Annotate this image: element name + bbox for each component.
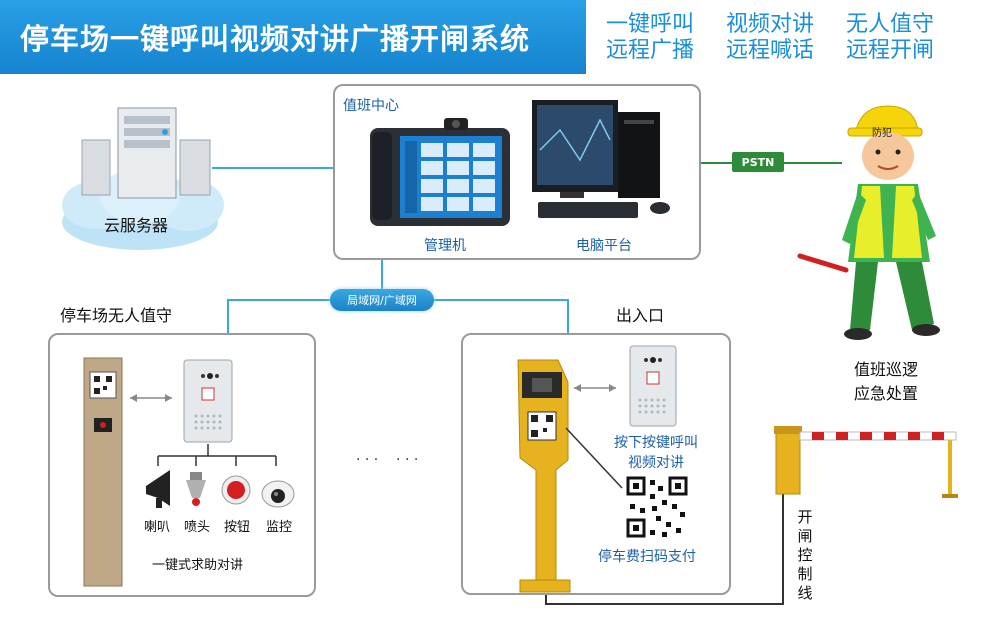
device-label-speaker: 喇叭 [144, 520, 171, 535]
device-label-camera: 监控 [266, 520, 293, 535]
duty-center-title: 值班中心 [343, 98, 399, 114]
manager-label: 管理机 [424, 238, 466, 254]
ellipsis-separator: · · · · · · [356, 452, 419, 468]
feature-video-line2: 远程喊话 [725, 38, 814, 63]
unattended-caption: 一键式求助对讲 [152, 558, 244, 573]
entrance-intercom-line1: 按下按键呼叫 [614, 435, 698, 451]
entrance-intercom-caption: 按下按键呼叫 视频对讲 [604, 432, 708, 472]
feature-video-line1: 视频对讲 [725, 12, 814, 37]
barrier-char-2: 控 [797, 546, 813, 564]
page-title: 停车场一键呼叫视频对讲广播开闸系统 [0, 0, 586, 74]
guard-caption-line2: 应急处置 [853, 384, 918, 403]
barrier-char-1: 闸 [797, 527, 813, 545]
feature-unattended-line1: 无人值守 [845, 12, 934, 37]
feature-unattended-line2: 远程开闸 [845, 38, 934, 63]
guard-caption-line1: 值班巡逻 [853, 360, 918, 379]
barrier-char-0: 开 [797, 508, 813, 526]
unattended-title: 停车场无人值守 [60, 306, 173, 325]
network-branch-right [426, 299, 569, 333]
device-label-sprinkler: 喷头 [184, 520, 211, 535]
guard-caption: 值班巡逻 应急处置 [850, 356, 922, 404]
network-badge: 局域网/广域网 [330, 289, 434, 311]
pc-label: 电脑平台 [576, 238, 632, 254]
feature-call: 一键呼叫 远程广播 [598, 12, 702, 64]
cloud-label: 云服务器 [104, 216, 169, 235]
feature-unattended: 无人值守 远程开闸 [838, 12, 942, 64]
device-label-button: 按钮 [224, 520, 251, 535]
barrier-char-3: 制 [797, 565, 813, 583]
feature-video: 视频对讲 远程喊话 [718, 12, 822, 64]
barrier-control-label: 开 闸 控 制 线 [796, 508, 814, 603]
guard-cap-text: 防犯 [872, 128, 892, 139]
pay-label: 停车费扫码支付 [598, 549, 696, 565]
barrier-control-line [545, 494, 784, 605]
pstn-badge: PSTN [732, 152, 784, 172]
entrance-title: 出入口 [616, 306, 665, 325]
feature-call-line2: 远程广播 [605, 38, 694, 63]
barrier-char-4: 线 [797, 584, 813, 602]
entrance-intercom-line2: 视频对讲 [628, 455, 684, 471]
feature-call-line1: 一键呼叫 [605, 12, 694, 37]
network-branch-left [227, 299, 338, 333]
